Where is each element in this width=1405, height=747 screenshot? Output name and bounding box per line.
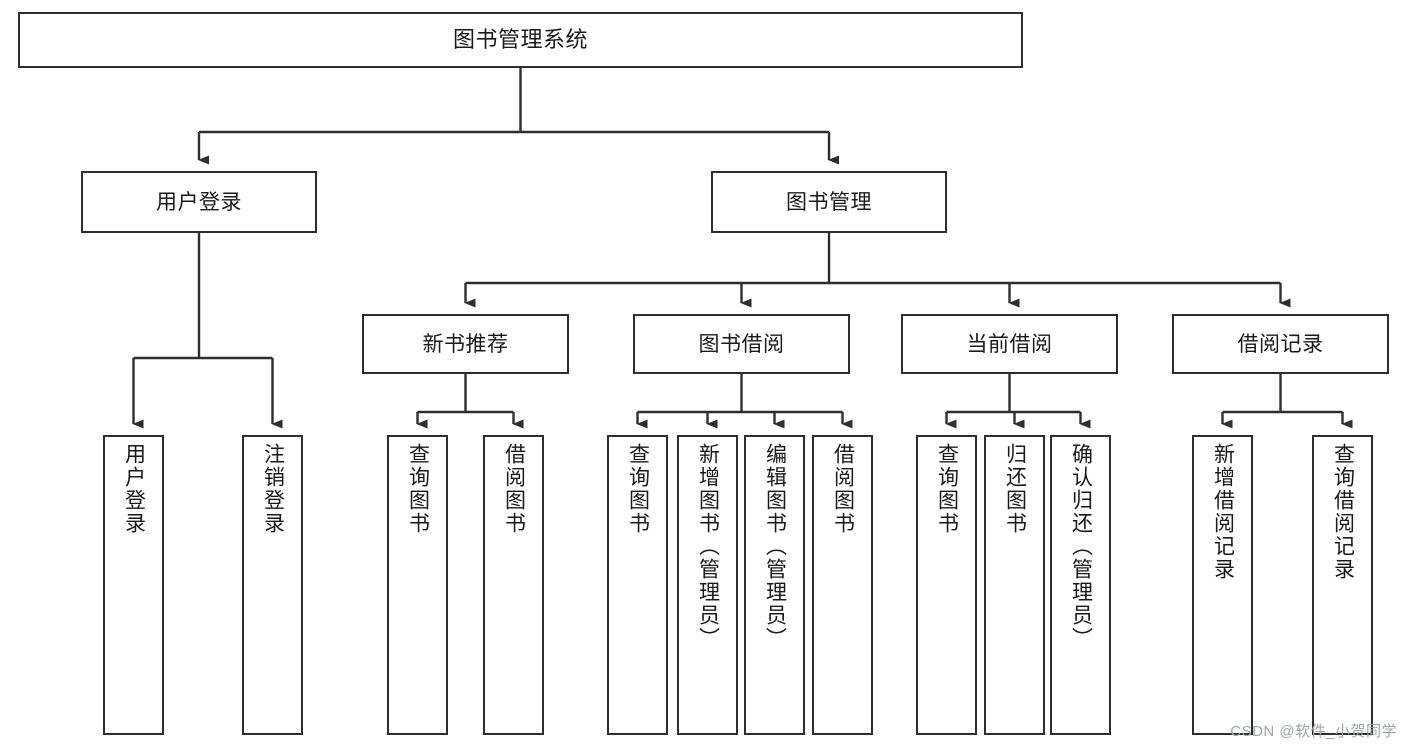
node-leaf-add-record[interactable]: 新增借阅记录	[1192, 435, 1253, 735]
node-label: 注销登录	[261, 443, 285, 535]
node-l2-user-login[interactable]: 用户登录	[81, 171, 317, 233]
node-leaf-logout[interactable]: 注销登录	[242, 435, 303, 735]
node-label: 新增借阅记录	[1211, 443, 1235, 581]
node-leaf-return-book[interactable]: 归还图书	[984, 435, 1045, 735]
node-leaf-add-book[interactable]: 新增图书（管理员）	[677, 435, 738, 735]
node-l2-book-manage[interactable]: 图书管理	[711, 171, 947, 233]
node-leaf-query-record[interactable]: 查询借阅记录	[1312, 435, 1373, 735]
node-l3-current-borrow[interactable]: 当前借阅	[901, 314, 1118, 374]
node-root[interactable]: 图书管理系统	[18, 12, 1023, 68]
node-leaf-query-book-rec[interactable]: 查询图书	[387, 435, 448, 735]
node-l3-new-book-rec[interactable]: 新书推荐	[362, 314, 569, 374]
node-label: 查询图书	[626, 443, 650, 535]
node-label: 确认归还（管理员）	[1069, 443, 1093, 650]
node-label: 借阅图书	[831, 443, 855, 535]
node-leaf-user-login[interactable]: 用户登录	[103, 435, 164, 735]
node-label: 查询图书	[406, 443, 430, 535]
node-label: 用户登录	[122, 443, 146, 535]
node-label: 图书借阅	[698, 332, 785, 356]
node-leaf-query-book-b[interactable]: 查询图书	[607, 435, 668, 735]
node-label: 图书管理	[786, 190, 872, 214]
node-l3-book-borrow[interactable]: 图书借阅	[633, 314, 850, 374]
node-leaf-borrow-book-b[interactable]: 借阅图书	[812, 435, 873, 735]
node-label: 查询图书	[935, 443, 959, 535]
node-label: 新书推荐	[422, 332, 509, 356]
node-label: 用户登录	[156, 190, 242, 214]
node-leaf-edit-book[interactable]: 编辑图书（管理员）	[744, 435, 805, 735]
node-label: 当前借阅	[966, 332, 1053, 356]
node-leaf-query-book-c[interactable]: 查询图书	[916, 435, 977, 735]
node-label: 查询借阅记录	[1331, 443, 1355, 581]
node-label: 归还图书	[1003, 443, 1027, 535]
node-label: 借阅记录	[1237, 332, 1324, 356]
node-label: 借阅图书	[502, 443, 526, 535]
node-label: 新增图书（管理员）	[696, 443, 720, 650]
node-leaf-confirm-return[interactable]: 确认归还（管理员）	[1050, 435, 1111, 735]
node-l3-borrow-record[interactable]: 借阅记录	[1172, 314, 1389, 374]
node-leaf-borrow-book-rec[interactable]: 借阅图书	[483, 435, 544, 735]
watermark-label: CSDN @软件_小贺同学	[1230, 723, 1397, 740]
node-label: 编辑图书（管理员）	[763, 443, 787, 650]
node-label: 图书管理系统	[452, 27, 588, 52]
